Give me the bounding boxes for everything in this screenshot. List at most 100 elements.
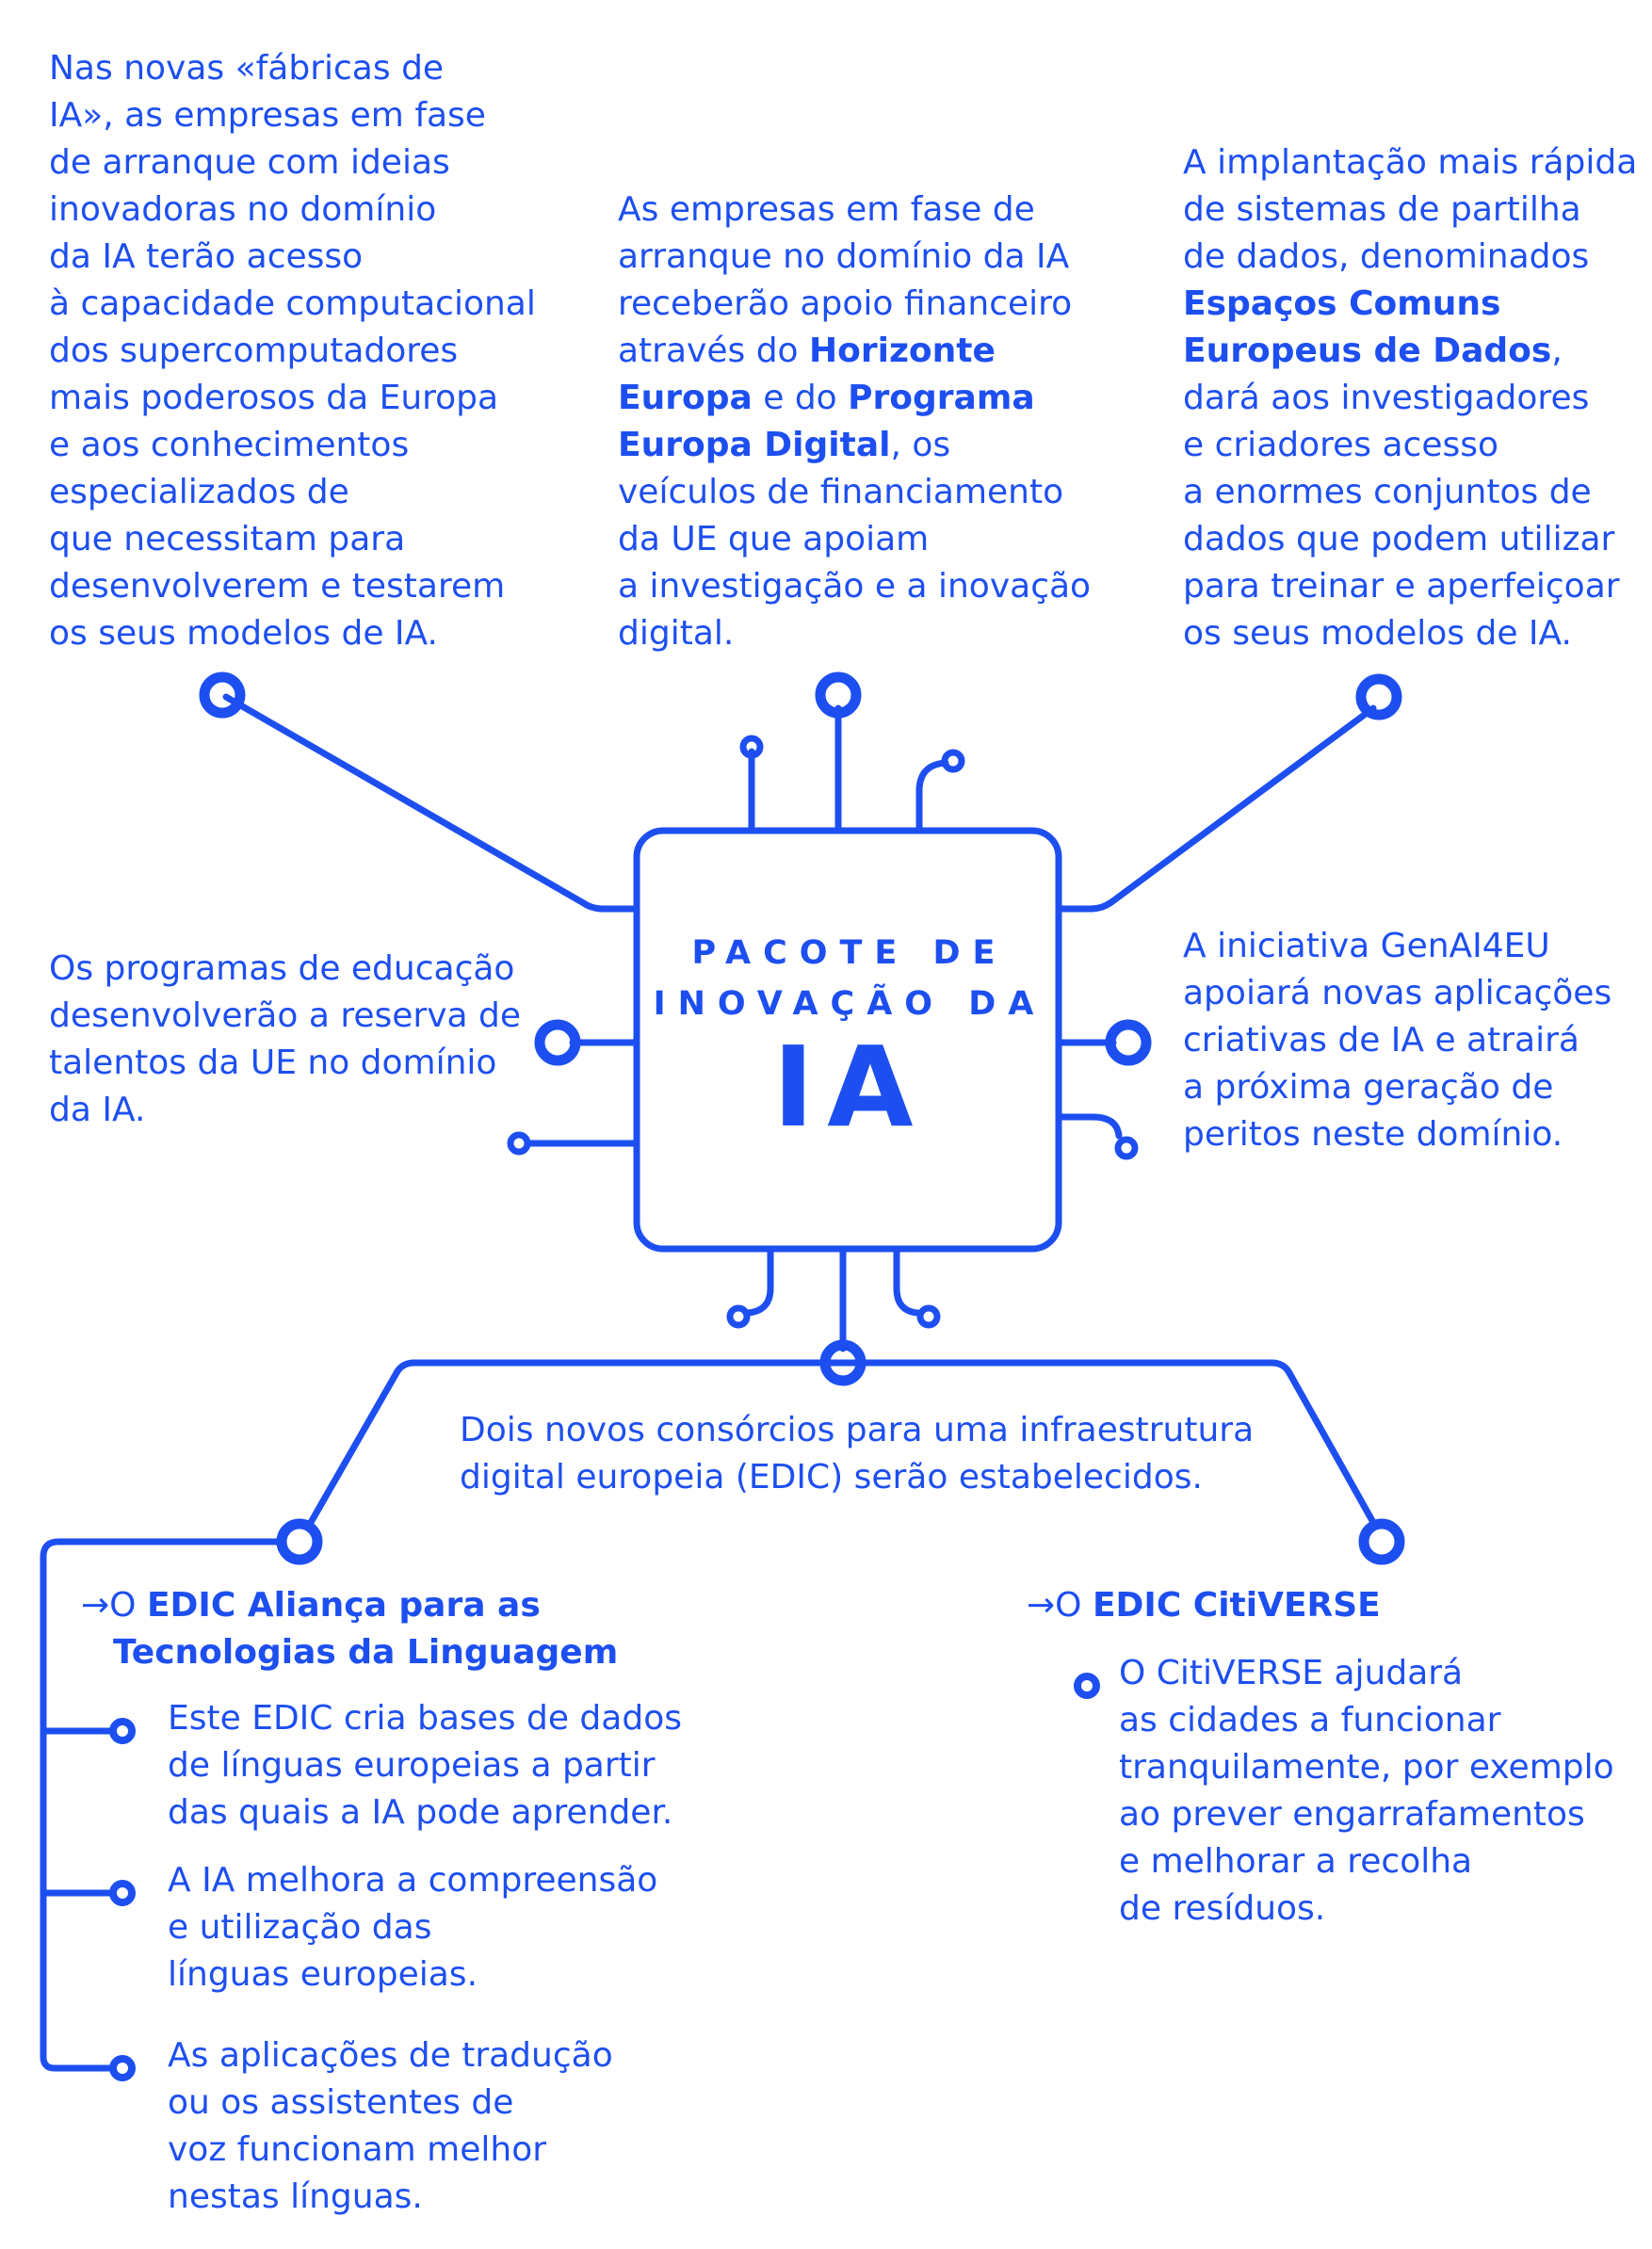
- text-line: desenvolverem e testarem: [49, 567, 506, 606]
- edic-language-heading: →O EDIC Aliança para as: [81, 1582, 541, 1629]
- chip-subtitle-line1: PACOTE DE: [691, 934, 1008, 972]
- text-line: ou os assistentes de: [168, 2083, 514, 2122]
- highlight-horizonte-europa: Horizonte: [809, 332, 996, 370]
- text-line: A IA melhora a compreensão: [168, 1861, 658, 1900]
- text-top-center: As empresas em fase de arranque no domín…: [618, 186, 1091, 657]
- text-line: ao prever engarrafamentos: [1119, 1795, 1585, 1834]
- bullet-language-1: [109, 1718, 136, 1744]
- text-line: de sistemas de partilha: [1183, 190, 1581, 229]
- pin-bottom-1: [744, 1245, 774, 1317]
- highlight-espacos-comuns: Europeus de Dados: [1183, 332, 1552, 370]
- text-line: à capacidade computacional: [49, 284, 536, 323]
- text-line: Este EDIC cria bases de dados: [168, 1699, 682, 1738]
- node-mid-right: [1105, 1019, 1152, 1066]
- node-bottom-left: [276, 1518, 323, 1565]
- pin-node-top-1: [739, 735, 764, 759]
- edic-language-item-1: Este EDIC cria bases de dados de línguas…: [168, 1695, 682, 1836]
- text-line: os seus modelos de IA.: [49, 614, 438, 653]
- node-bottom-right: [1358, 1518, 1405, 1565]
- text-line: de arranque com ideias: [49, 143, 450, 182]
- text-line: desenvolverão a reserva de: [49, 996, 522, 1035]
- text-line: peritos neste domínio.: [1183, 1115, 1563, 1154]
- text-line: que necessitam para: [49, 520, 406, 558]
- text-line: especializados de: [49, 473, 349, 511]
- text-line: tranquilamente, por exemplo: [1119, 1748, 1614, 1787]
- text-line: as cidades a funcionar: [1119, 1701, 1501, 1739]
- text-top-left: Nas novas «fábricas de IA», as empresas …: [49, 45, 536, 657]
- text-line: das quais a IA pode aprender.: [168, 1793, 673, 1832]
- highlight-programa-europa-digital: Programa: [848, 379, 1035, 417]
- text-line: veículos de financiamento: [618, 473, 1064, 511]
- text-line: arranque no domínio da IA: [618, 237, 1070, 276]
- text-line: da IA terão acesso: [49, 237, 364, 276]
- text-line: voz funcionam melhor: [168, 2130, 547, 2169]
- text-line: talentos da UE no domínio: [49, 1044, 497, 1082]
- text-line: As empresas em fase de: [618, 190, 1035, 229]
- text-line: Dois novos consórcios para uma infraestr…: [460, 1411, 1255, 1449]
- text-line: Nas novas «fábricas de: [49, 49, 445, 88]
- text-line: Europa Digital, os: [618, 422, 1091, 469]
- text-line: Europeus de Dados,: [1183, 328, 1637, 375]
- text-line: O CitiVERSE ajudará: [1119, 1654, 1464, 1692]
- text-line: dados que podem utilizar: [1183, 520, 1615, 558]
- node-mid-left: [534, 1019, 581, 1066]
- arrow-right-icon: →: [81, 1586, 110, 1625]
- edic-language-item-3: As aplicações de tradução ou os assisten…: [168, 2032, 613, 2221]
- text-line: Os programas de educação: [49, 949, 515, 988]
- edic-language-heading-line2: Tecnologias da Linguagem: [113, 1629, 618, 1676]
- text-line: receberão apoio financeiro: [618, 284, 1073, 323]
- node-top-left: [199, 671, 246, 719]
- highlight-horizonte-europa: Europa: [618, 379, 753, 417]
- text-line: mais poderosos da Europa: [49, 379, 499, 417]
- text-line: Europa e do Programa: [618, 375, 1091, 422]
- connector-top-right: [1055, 704, 1377, 913]
- text-fragment: , os: [890, 426, 951, 464]
- chip-main-title: IA: [772, 1022, 927, 1152]
- edic-language-title: Tecnologias da Linguagem: [113, 1633, 619, 1672]
- pin-node-bottom-1: [726, 1304, 751, 1329]
- text-mid-left: Os programas de educação desenvolverão a…: [49, 946, 521, 1134]
- text-line: A implantação mais rápida: [1183, 143, 1638, 182]
- arrow-right-icon: →: [1027, 1586, 1056, 1625]
- text-line: a próxima geração de: [1183, 1068, 1554, 1107]
- bullet-citiverse-1: [1074, 1673, 1100, 1699]
- text-edic-intro: Dois novos consórcios para uma infraestr…: [460, 1407, 1254, 1501]
- chip-subtitle-line2: INOVAÇÃO DA: [653, 985, 1046, 1023]
- text-line: inovadoras no domínio: [49, 190, 437, 229]
- pin-node-bottom-2: [916, 1304, 941, 1329]
- text-line: digital europeia (EDIC) serão estabeleci…: [460, 1458, 1203, 1497]
- text-line: de línguas europeias a partir: [168, 1746, 656, 1785]
- text-line: para treinar e aperfeiçoar: [1183, 567, 1620, 606]
- pin-top-2: [915, 759, 949, 834]
- text-line: A iniciativa GenAI4EU: [1183, 927, 1550, 965]
- text-line: e utilização das: [168, 1908, 432, 1947]
- text-fragment: através do: [618, 332, 810, 370]
- highlight-programa-europa-digital: Europa Digital: [618, 426, 891, 464]
- text-line: os seus modelos de IA.: [1183, 614, 1572, 653]
- text-line: de dados, denominados: [1183, 237, 1590, 276]
- text-line: e melhorar a recolha: [1119, 1842, 1473, 1881]
- text-line: dos supercomputadores: [49, 332, 459, 370]
- node-top-right: [1355, 673, 1402, 720]
- text-fragment: e do: [752, 379, 849, 417]
- chip-title: PACOTE DE INOVAÇÃO DA IA: [637, 928, 1062, 1148]
- connector-top-left: [222, 693, 640, 913]
- bullet-language-3: [109, 2055, 136, 2081]
- text-line: digital.: [618, 614, 735, 653]
- text-line: da UE que apoiam: [618, 520, 930, 558]
- text-line: da IA.: [49, 1091, 146, 1129]
- pin-right-2: [1055, 1113, 1123, 1140]
- text-line: através do Horizonte: [618, 328, 1091, 375]
- edic-citiverse-title: EDIC CitiVERSE: [1092, 1586, 1381, 1625]
- edic-language-item-2: A IA melhora a compreensão e utilização …: [168, 1857, 657, 1998]
- text-top-right: A implantação mais rápida de sistemas de…: [1183, 139, 1637, 657]
- tree-language: [40, 1538, 286, 2072]
- pin-bottom-2: [893, 1245, 921, 1317]
- text-line: a investigação e a inovação: [618, 567, 1092, 606]
- text-line: e aos conhecimentos: [49, 426, 410, 464]
- pin-node-left-2: [507, 1131, 531, 1156]
- text-line: línguas europeias.: [168, 1955, 478, 1994]
- text-fragment: ,: [1551, 332, 1563, 370]
- highlight-espacos-comuns: Espaços Comuns: [1183, 284, 1501, 323]
